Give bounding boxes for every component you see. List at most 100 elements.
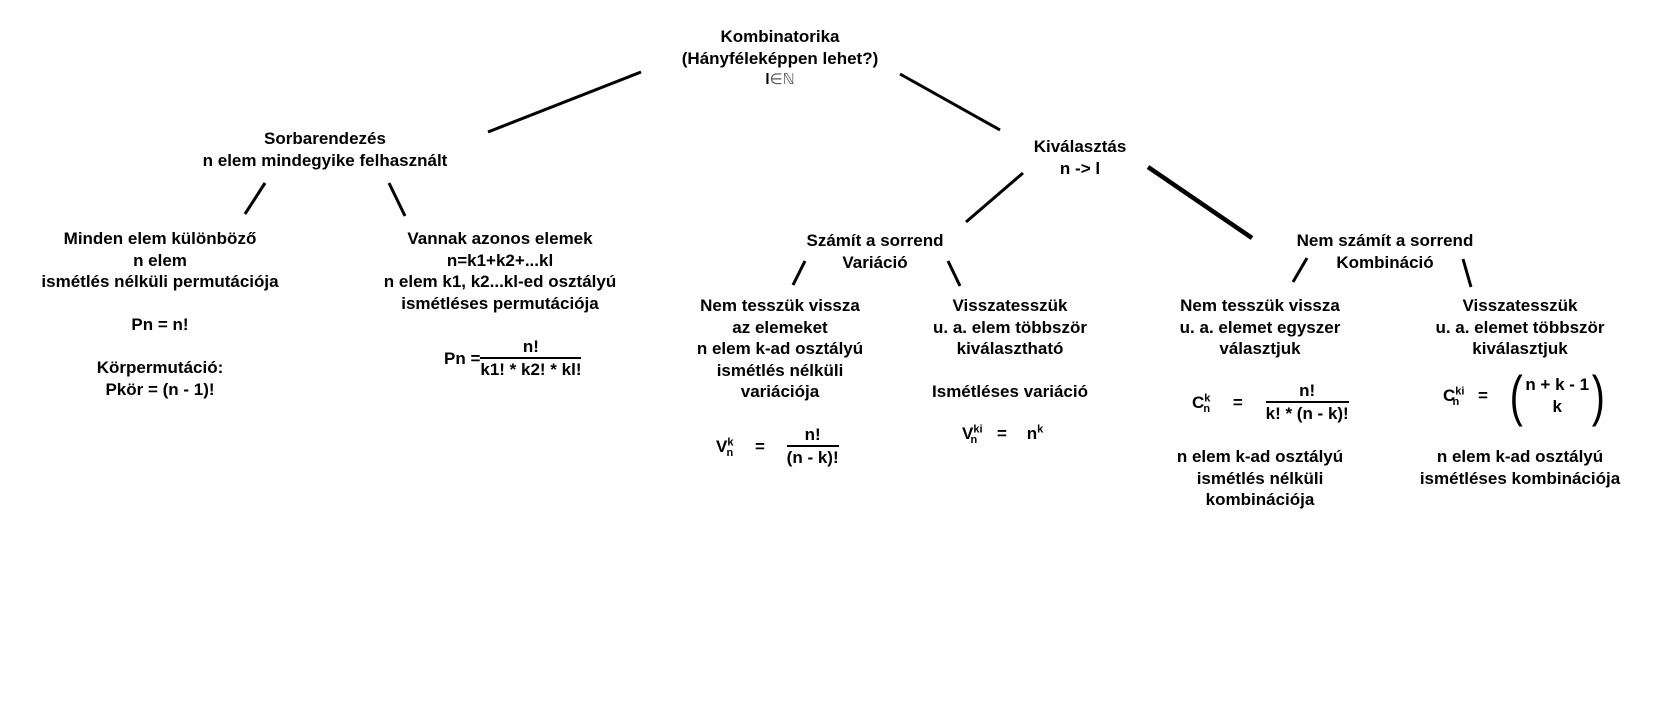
ismetleses-variacio-node: Visszatesszük u. a. elem többször kivála… [890, 295, 1130, 403]
root-domain-in: ∈ [769, 71, 783, 88]
ismetleses-permutacio-line3: n elem k1, k2...kl-ed osztályú [383, 272, 617, 291]
binomial-top: n + k - 1 [1525, 375, 1590, 394]
ismetles-nelkuli-variacio-line2: az elemeket [732, 317, 828, 337]
permutacio-node: Minden elem különböző n elem ismétlés né… [0, 228, 320, 400]
root-node: Kombinatorika (Hányféleképpen lehet?) l∈… [630, 26, 930, 91]
ismetles-nelkuli-kombinacio-desc2: ismétlés nélküli [1196, 468, 1324, 488]
kombinacio-denominator: k! * (n - k)! [1265, 404, 1349, 423]
ismetleses-variacio-line1: Visszatesszük [952, 296, 1068, 315]
ismetleses-variacio-name: Ismétléses variáció [932, 382, 1088, 401]
edge-sorbarendezes-kulonbozo [243, 182, 267, 215]
root-domain: l∈ℕ [630, 69, 930, 91]
sorbarendezes-subtitle: n elem mindegyike felhasznált [202, 150, 448, 170]
ismetleses-permutacio-fraction: n! k1! * k2! * kl! [480, 338, 582, 380]
variacio-symbol-sub: n [726, 447, 734, 460]
ismetleses-permutacio-node: Vannak azonos elemek n=k1+k2+...kl n ele… [340, 228, 660, 314]
ismetleses-kombinacio-desc1: n elem k-ad osztályú [1436, 447, 1604, 466]
kombinacio-symbol-sub: n [1203, 403, 1211, 416]
edge-kivalasztas-variacio [965, 171, 1024, 224]
binomial-coefficient: n + k - 1 k [1525, 374, 1589, 418]
kombinacio-numerator: n! [1265, 382, 1349, 403]
ismetleses-variacio-line3: kiválasztható [956, 339, 1064, 358]
ismetleses-variacio-line2: u. a. elem többször [933, 317, 1087, 337]
variacio-fraction: n! (n - k)! [786, 426, 839, 468]
ismetleses-permutacio-formula: Pn = n! k1! * k2! * kl! [444, 338, 582, 380]
ismetles-nelkuli-variacio-line3: n elem k-ad osztályú [696, 339, 864, 358]
variacio-numerator: n! [786, 426, 839, 447]
binomial-right-paren: ) [1591, 364, 1605, 427]
root-domain-set: ℕ [782, 71, 795, 88]
root-title: Kombinatorika [720, 27, 840, 46]
kombinacio-equals: = [1232, 393, 1243, 412]
variacio-subtitle: Variáció [842, 252, 908, 272]
kombinacio-fraction: n! k! * (n - k)! [1265, 382, 1349, 424]
edge-root-kivalasztas [899, 72, 1001, 132]
ismetles-nelkuli-kombinacio-line2: u. a. elemet egyszer [1179, 317, 1341, 337]
binomial-bottom: k [1552, 397, 1562, 416]
edge-variacio-vissza [946, 260, 962, 287]
kivalasztas-node: Kiválasztás n -> l [980, 136, 1180, 179]
kombinacio-title: Nem számít a sorrend [1296, 231, 1474, 250]
ismetleses-kombinacio-line3: kiválasztjuk [1472, 339, 1568, 358]
variacio-symbol-letter: V [716, 437, 728, 456]
ismetleses-permutacio-lhs: Pn = [444, 349, 481, 368]
variacio-symbol: Vkn [716, 436, 734, 460]
sorbarendezes-node: Sorbarendezés n elem mindegyike felhaszn… [145, 128, 505, 171]
ismetleses-permutacio-denominator: k1! * k2! * kl! [480, 360, 582, 379]
root-domain-var: l [765, 71, 770, 88]
kombinacio-symbol-letter: C [1192, 393, 1205, 412]
permutacio-line2: n elem [133, 250, 187, 270]
ismetleses-kombinacio-node: Visszatesszük u. a. elemet többször kivá… [1400, 295, 1640, 360]
ismetles-nelkuli-kombinacio-formula: Ckn = n! k! * (n - k)! [1192, 382, 1349, 424]
ismetleses-variacio-exp: k [1037, 423, 1044, 436]
variacio-symbol-sup: k [727, 436, 734, 449]
ismetleses-permutacio-line4: ismétléses permutációja [401, 293, 599, 313]
kombinacio-node: Nem számít a sorrend Kombináció [1255, 230, 1515, 273]
korpermutacio-formula: Pkör = (n - 1)! [105, 379, 215, 399]
ismetles-nelkuli-variacio-line5: variációja [740, 382, 820, 401]
edge-kombinacio-nemvissza [1291, 257, 1309, 283]
ismetles-nelkuli-kombinacio-desc3: kombinációja [1205, 490, 1315, 509]
kombinacio-symbol-sup: k [1204, 392, 1211, 405]
kivalasztas-title: Kiválasztás [1033, 137, 1127, 156]
permutacio-line1: Minden elem különböző [63, 229, 257, 248]
ismetles-nelkuli-kombinacio-desc: n elem k-ad osztályú ismétlés nélküli ko… [1140, 446, 1380, 511]
ismetleses-variacio-base: n [1026, 424, 1038, 443]
ismetles-nelkuli-variacio-formula: Vkn = n! (n - k)! [716, 426, 839, 468]
ismetleses-kombinacio-sub: n [1452, 396, 1460, 409]
ismetles-nelkuli-kombinacio-node: Nem tesszük vissza u. a. elemet egyszer … [1140, 295, 1380, 360]
variacio-equals: = [754, 437, 765, 456]
kombinacio-subtitle: Kombináció [1336, 252, 1434, 272]
ismetleses-permutacio-line2: n=k1+k2+...kl [446, 250, 554, 270]
ismetles-nelkuli-variacio-line4: ismétlés nélküli [716, 360, 844, 380]
ismetleses-kombinacio-equals: = [1477, 386, 1488, 405]
ismetleses-kombinacio-symbol: Ckin [1443, 386, 1464, 409]
ismetleses-variacio-formula: Vkin = nk [962, 423, 1044, 447]
ismetleses-permutacio-numerator: n! [480, 338, 582, 359]
variacio-denominator: (n - k)! [786, 448, 839, 467]
edge-sorbarendezes-azonos [387, 182, 407, 217]
ismetles-nelkuli-kombinacio-line3: választjuk [1219, 339, 1301, 358]
sorbarendezes-title: Sorbarendezés [264, 129, 386, 148]
ismetles-nelkuli-kombinacio-desc1: n elem k-ad osztályú [1176, 447, 1344, 466]
edge-kombinacio-vissza [1461, 258, 1473, 288]
edge-root-sorbarendezes [487, 70, 642, 134]
korpermutacio-title: Körpermutáció: [96, 358, 224, 377]
ismetleses-kombinacio-line1: Visszatesszük [1462, 296, 1578, 315]
edge-kivalasztas-kombinacio [1146, 165, 1254, 240]
ismetleses-kombinacio-symbol-letter: C [1443, 386, 1456, 405]
ismetles-nelkuli-kombinacio-line1: Nem tesszük vissza [1180, 296, 1340, 315]
ismetleses-kombinacio-desc: n elem k-ad osztályú ismétléses kombinác… [1390, 446, 1650, 489]
kombinacio-symbol: Ckn [1192, 392, 1211, 416]
edge-variacio-nemvissza [791, 260, 807, 286]
variacio-node: Számít a sorrend Variáció [760, 230, 990, 273]
ismetles-nelkuli-variacio-node: Nem tesszük vissza az elemeket n elem k-… [660, 295, 900, 403]
ismetleses-kombinacio-formula: Ckin = ( n + k - 1 k ) [1443, 368, 1608, 424]
ismetleses-variacio-sub: n [970, 434, 978, 447]
ismetleses-variacio-symbol: V [962, 424, 974, 443]
ismetles-nelkuli-variacio-line1: Nem tesszük vissza [700, 296, 860, 315]
ismetleses-kombinacio-desc2: ismétléses kombinációja [1419, 468, 1621, 488]
ismetleses-kombinacio-line2: u. a. elemet többször [1435, 317, 1605, 337]
root-subtitle: (Hányféleképpen lehet?) [681, 48, 879, 68]
